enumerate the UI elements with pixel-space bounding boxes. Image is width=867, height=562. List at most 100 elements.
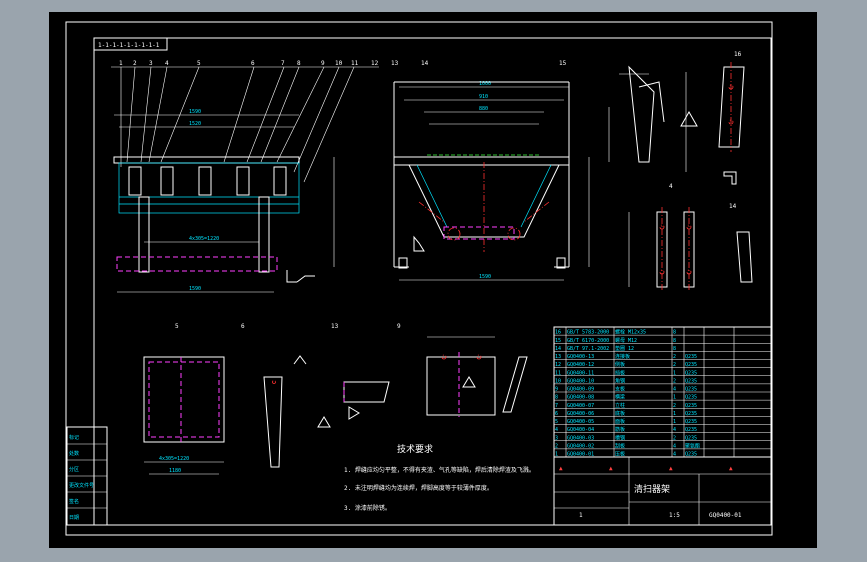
title-tag-box xyxy=(93,37,168,51)
bom-cell: GQ0400-11 xyxy=(567,370,594,376)
bom-cell: GQ0400-13 xyxy=(567,354,594,360)
dim-side-w3: 880 xyxy=(479,106,488,112)
svg-text:▲: ▲ xyxy=(559,465,563,472)
bom-cell: Q235 xyxy=(685,354,697,360)
balloon-6: 6 xyxy=(251,60,255,67)
balloon-8: 8 xyxy=(297,60,301,67)
balloon-5: 5 xyxy=(197,60,201,67)
balloon-13: 13 xyxy=(391,60,399,67)
balloon-11: 11 xyxy=(351,60,359,67)
dim-top-overall: 1590 xyxy=(189,109,201,115)
bom-cell: 10 xyxy=(555,378,561,384)
bom-cell: 8 xyxy=(673,330,676,336)
balloon-15: 15 xyxy=(559,60,567,67)
cad-viewport[interactable]: 1-1-1-1-1-1-1-1-1 1590 1520 xyxy=(49,12,817,548)
view-label-4: 4 xyxy=(669,183,673,190)
bom-cell: GB/T 5783-2000 xyxy=(567,330,609,336)
bom-cell: 支板 xyxy=(615,386,625,393)
bom-cell: GQ0400-06 xyxy=(567,411,594,417)
bom-cell: 1 xyxy=(555,452,558,458)
bom-cell: GQ0400-10 xyxy=(567,378,594,384)
balloon-14: 14 xyxy=(421,60,429,67)
svg-text:▲: ▲ xyxy=(669,465,673,472)
dim-plate-w: 1180 xyxy=(169,468,181,474)
bom-cell: 3 xyxy=(555,435,558,441)
view-label-14: 14 xyxy=(729,203,737,210)
bom-cell: 角钢 xyxy=(615,377,625,384)
bom-cell: 2 xyxy=(673,354,676,360)
bom-cell: GQ0400-08 xyxy=(567,395,594,401)
title-tag: 1-1-1-1-1-1-1-1-1 xyxy=(98,42,160,49)
bom-cell: 2 xyxy=(673,362,676,368)
bom-cell: 4 xyxy=(673,427,676,433)
balloon-12: 12 xyxy=(371,60,379,67)
bom-cell: 横梁 xyxy=(615,394,625,401)
bom-cell: Q235 xyxy=(685,395,697,401)
inner-frame xyxy=(93,37,772,526)
bom-cell: 侧板 xyxy=(615,361,625,368)
bom-cell: 4 xyxy=(673,443,676,449)
side-view: 1000 910 880 1590 xyxy=(333,81,590,281)
bom-cell: 11 xyxy=(555,370,561,376)
bom-cell: 2 xyxy=(673,378,676,384)
bom-cell: GB/T 97.1-2002 xyxy=(567,346,609,352)
bom-cell: 14 xyxy=(555,346,561,352)
bom-cell: 8 xyxy=(555,395,558,401)
lower-label-6: 6 xyxy=(241,323,245,330)
bom-cell: GQ0400-12 xyxy=(567,362,594,368)
svg-text:▲: ▲ xyxy=(729,465,733,472)
note-2: 2. 未注明焊缝均为连续焊，焊脚高度等于较薄件厚度。 xyxy=(344,484,493,492)
bom-cell: 底板 xyxy=(615,410,625,417)
bom-cell: 2 xyxy=(555,443,558,449)
bom-cell: 压板 xyxy=(615,451,625,458)
bom-cell: 挡板 xyxy=(615,369,625,376)
drawing-number: GQ0400-01 xyxy=(709,512,742,519)
left-block-1: 处数 xyxy=(69,450,79,457)
balloon-9: 9 xyxy=(321,60,325,67)
bom-cell: 垫圈 12 xyxy=(615,345,634,352)
detail-views: 16 4 14 xyxy=(608,51,753,292)
bom-cell: 立柱 xyxy=(615,402,625,409)
dim-plate-pitch: 4x305=1220 xyxy=(159,456,189,462)
cad-drawing: 1-1-1-1-1-1-1-1-1 1590 1520 xyxy=(65,21,773,536)
bom-cell: 面板 xyxy=(615,418,625,425)
bom-cell: GQ0400-03 xyxy=(567,435,594,441)
bom-cell: 1 xyxy=(673,395,676,401)
bom-cell: Q235 xyxy=(685,378,697,384)
bom-cell: GQ0400-07 xyxy=(567,403,594,409)
bom-cell: Q235 xyxy=(685,387,697,393)
bom-cell: 15 xyxy=(555,338,561,344)
bom-cell: 16 xyxy=(555,330,561,336)
bom-cell: GQ0400-04 xyxy=(567,427,594,433)
bom-cell: GB/T 6170-2000 xyxy=(567,338,609,344)
note-1: 1. 焊缝应均匀平整，不得有夹渣、气孔等缺陷，焊后清除焊渣及飞溅。 xyxy=(344,466,535,474)
lower-label-13: 13 xyxy=(331,323,339,330)
svg-text:▲: ▲ xyxy=(609,465,613,472)
bom-cell: GQ0400-01 xyxy=(567,452,594,458)
left-block-3: 更改文件号 xyxy=(69,482,94,489)
bom-cell: GQ0400-02 xyxy=(567,443,594,449)
left-block-2: 分区 xyxy=(69,466,79,473)
balloon-7: 7 xyxy=(281,60,285,67)
scale: 1:5 xyxy=(669,512,680,519)
dim-base-width: 1590 xyxy=(189,286,201,292)
bom-cell: GQ0400-09 xyxy=(567,387,594,393)
title-block: 清扫器架 GQ0400-01 1:5 1 ▲ ▲ ▲ ▲ xyxy=(553,456,772,526)
balloon-row: 1 2 3 4 5 6 7 8 9 10 11 12 13 14 15 xyxy=(119,60,567,67)
balloon-4: 4 xyxy=(165,60,169,67)
bom-cell: Q235 xyxy=(685,362,697,368)
bom-cell: 1 xyxy=(673,370,676,376)
bom-cell: 4 xyxy=(673,387,676,393)
bom-cell: 6 xyxy=(555,411,558,417)
left-block-5: 日期 xyxy=(69,515,79,521)
bom-cell: 螺母 M12 xyxy=(615,337,637,344)
bom-cell: 刮板 xyxy=(615,442,625,449)
notes-title: 技术要求 xyxy=(397,443,433,455)
balloon-1: 1 xyxy=(119,60,123,67)
bom-cell: Q235 xyxy=(685,411,697,417)
bom-cell: 连接板 xyxy=(615,353,630,360)
lower-label-5: 5 xyxy=(175,323,179,330)
outer-frame xyxy=(65,21,773,536)
sheet: 1 xyxy=(579,512,583,519)
